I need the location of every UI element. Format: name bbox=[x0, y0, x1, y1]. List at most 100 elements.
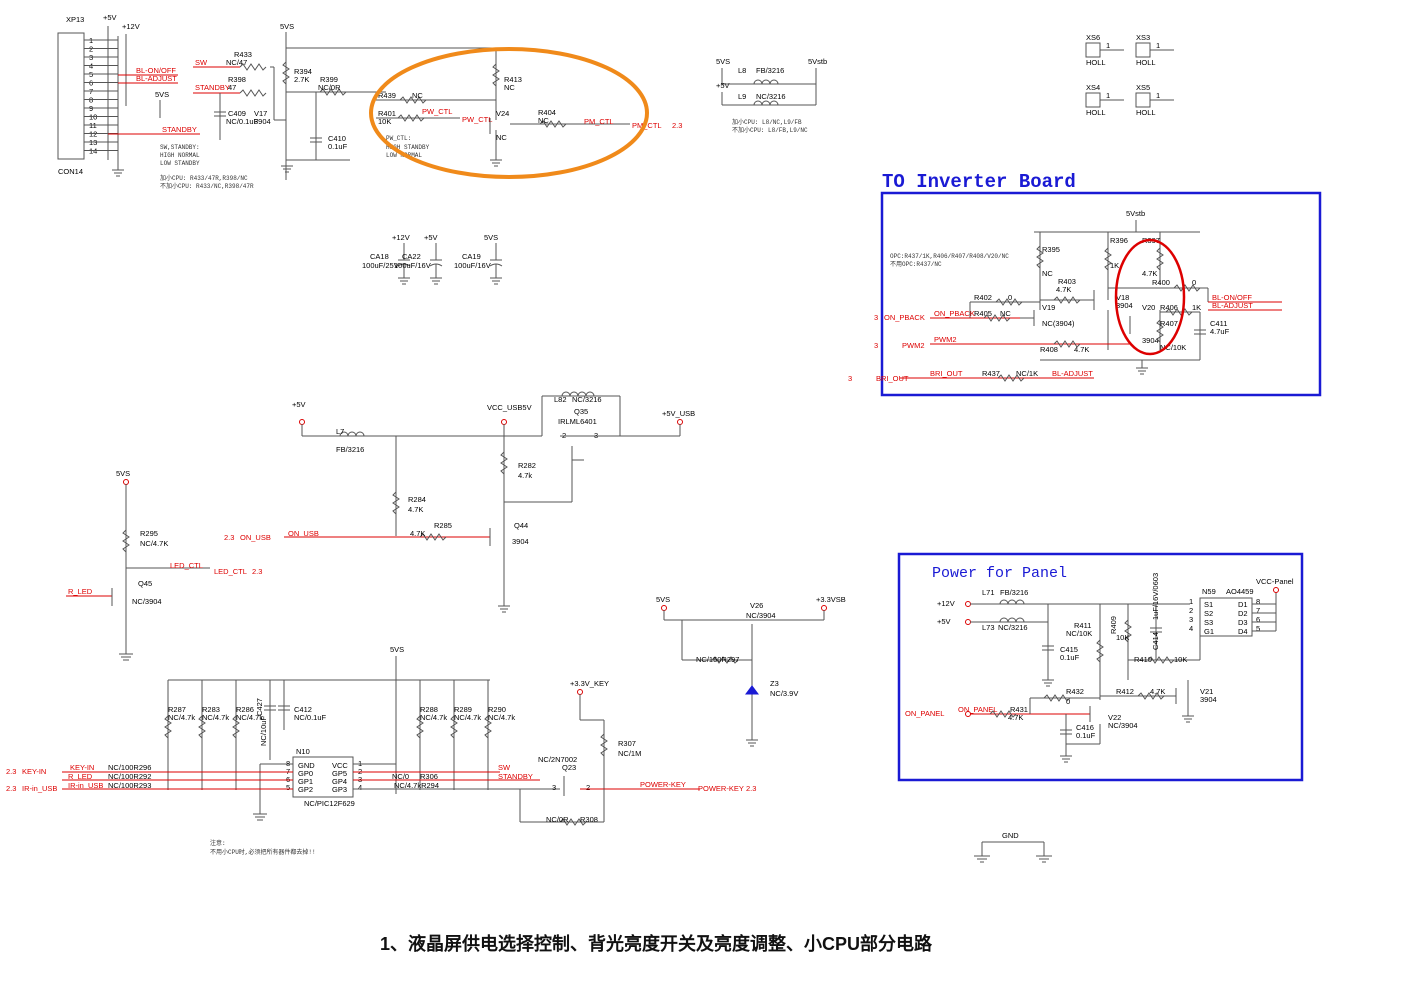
xp13-part: CON14 bbox=[58, 167, 83, 176]
svg-text:1: 1 bbox=[1156, 91, 1160, 100]
svg-text:1: 1 bbox=[1156, 41, 1160, 50]
svg-text:PM_CTL: PM_CTL bbox=[632, 121, 662, 130]
svg-text:+3.3VSB: +3.3VSB bbox=[816, 595, 846, 604]
svg-text:3904: 3904 bbox=[512, 537, 529, 546]
svg-text:Q45: Q45 bbox=[138, 579, 152, 588]
svg-text:GP2: GP2 bbox=[298, 785, 313, 794]
svg-text:R295: R295 bbox=[140, 529, 158, 538]
svg-text:1: 1 bbox=[1106, 91, 1110, 100]
svg-text:R285: R285 bbox=[434, 521, 452, 530]
svg-text:4.7K: 4.7K bbox=[1142, 269, 1157, 278]
mini-cpu-circuit: 5VS R287NC/4.7kR283NC/4.7kR286NC/4.7kR28… bbox=[6, 645, 756, 856]
inverter-circuit: OPC:R437/1K,R406/R407/R408/V20/NC 不用OPC:… bbox=[848, 209, 1282, 383]
svg-text:R284: R284 bbox=[408, 495, 426, 504]
svg-text:GP5: GP5 bbox=[332, 769, 347, 778]
svg-text:FB/3216: FB/3216 bbox=[1000, 588, 1028, 597]
svg-text:NC/3216: NC/3216 bbox=[756, 92, 786, 101]
cap-value: 100uF/16V bbox=[454, 261, 491, 270]
svg-text:R410: R410 bbox=[1134, 655, 1152, 664]
svg-text:R307: R307 bbox=[618, 739, 636, 748]
svg-text:4.7K: 4.7K bbox=[1150, 687, 1165, 696]
svg-text:BL-ADJUST: BL-ADJUST bbox=[136, 74, 177, 83]
svg-text:不加小CPU: R433/NC,R398/47R: 不加小CPU: R433/NC,R398/47R bbox=[160, 182, 254, 190]
svg-text:V19: V19 bbox=[1042, 303, 1055, 312]
svg-text:S2: S2 bbox=[1204, 609, 1213, 618]
svg-text:SW,STANDBY:: SW,STANDBY: bbox=[160, 144, 200, 151]
svg-text:NC/3904: NC/3904 bbox=[746, 611, 776, 620]
svg-text:R402: R402 bbox=[974, 293, 992, 302]
svg-text:LED_CTL: LED_CTL bbox=[214, 567, 247, 576]
panel-box bbox=[897, 552, 1304, 782]
svg-text:NC/150R297: NC/150R297 bbox=[696, 655, 739, 664]
svg-text:3904: 3904 bbox=[1116, 301, 1133, 310]
hole-label: HOLL bbox=[1086, 108, 1106, 117]
svg-text:SW: SW bbox=[195, 58, 208, 67]
svg-text:V26: V26 bbox=[750, 601, 763, 610]
svg-text:R412: R412 bbox=[1116, 687, 1134, 696]
svg-text:L71: L71 bbox=[982, 588, 995, 597]
cap-ref: CA19 bbox=[462, 252, 481, 261]
svg-text:ON_USB: ON_USB bbox=[288, 529, 319, 538]
svg-text:R282: R282 bbox=[518, 461, 536, 470]
svg-text:KEY-IN: KEY-IN bbox=[22, 767, 46, 776]
svg-text:5VS: 5VS bbox=[155, 90, 169, 99]
svg-text:KEY-IN: KEY-IN bbox=[70, 763, 94, 772]
highlight-ellipse-red bbox=[1114, 238, 1186, 356]
svg-text:Q35: Q35 bbox=[574, 407, 588, 416]
svg-text:L7: L7 bbox=[336, 427, 344, 436]
hole-ref: XS5 bbox=[1136, 83, 1150, 92]
cpu-resistor-value: NC/4.7k bbox=[488, 713, 515, 722]
svg-text:ON_PANEL: ON_PANEL bbox=[905, 709, 944, 718]
cap-ref: CA22 bbox=[402, 252, 421, 261]
svg-text:ON_USB: ON_USB bbox=[240, 533, 271, 542]
svg-text:R437: R437 bbox=[982, 369, 1000, 378]
gnd-symbol: GND bbox=[974, 831, 1052, 863]
svg-text:4.7K: 4.7K bbox=[410, 529, 425, 538]
svg-text:NC/10uF: NC/10uF bbox=[259, 716, 268, 746]
svg-text:IR-in_USB: IR-in_USB bbox=[22, 784, 57, 793]
svg-text:HIGH STANDBY: HIGH STANDBY bbox=[386, 144, 430, 151]
svg-text:+12V: +12V bbox=[937, 599, 955, 608]
cpu-resistor-ref: R290 bbox=[488, 705, 506, 714]
svg-text:5: 5 bbox=[286, 783, 290, 792]
svg-text:R_LED: R_LED bbox=[68, 587, 93, 596]
svg-text:4.7K: 4.7K bbox=[1074, 345, 1089, 354]
svg-text:R400: R400 bbox=[1152, 278, 1170, 287]
svg-text:PWM2: PWM2 bbox=[934, 335, 957, 344]
svg-text:5: 5 bbox=[1256, 624, 1260, 633]
svg-text:0.1uF: 0.1uF bbox=[328, 142, 348, 151]
svg-text:3: 3 bbox=[848, 374, 852, 383]
svg-text:GP3: GP3 bbox=[332, 785, 347, 794]
svg-text:8: 8 bbox=[1256, 597, 1260, 606]
cpu-resistor-ref: R286 bbox=[236, 705, 254, 714]
svg-text:Q23: Q23 bbox=[562, 763, 576, 772]
hole-ref: XS6 bbox=[1086, 33, 1100, 42]
svg-text:R403: R403 bbox=[1058, 277, 1076, 286]
svg-text:5VS: 5VS bbox=[116, 469, 130, 478]
svg-text:不用OPC:R437/NC: 不用OPC:R437/NC bbox=[890, 261, 942, 268]
svg-text:10K: 10K bbox=[378, 117, 391, 126]
svg-text:NC/3216: NC/3216 bbox=[572, 395, 602, 404]
svg-text:L8: L8 bbox=[738, 66, 746, 75]
svg-text:5VS: 5VS bbox=[390, 645, 404, 654]
svg-text:FB/3216: FB/3216 bbox=[756, 66, 784, 75]
cpu-resistor-value: NC/4.7k bbox=[202, 713, 229, 722]
svg-text:V22: V22 bbox=[1108, 713, 1121, 722]
svg-text:C427: C427 bbox=[255, 698, 264, 716]
svg-text:4: 4 bbox=[1189, 624, 1193, 633]
svg-text:GP1: GP1 bbox=[298, 777, 313, 786]
svg-text:加小CPU: L8/NC,L9/FB: 加小CPU: L8/NC,L9/FB bbox=[732, 118, 802, 126]
svg-text:R405: R405 bbox=[974, 309, 992, 318]
hole-symbol bbox=[1085, 92, 1101, 108]
cpu-resistor-value: NC/4.7k bbox=[454, 713, 481, 722]
hole-symbol bbox=[1135, 42, 1151, 58]
svg-text:R395: R395 bbox=[1042, 245, 1060, 254]
svg-text:3904: 3904 bbox=[254, 117, 271, 126]
svg-text:10K: 10K bbox=[1174, 655, 1187, 664]
svg-text:S1: S1 bbox=[1204, 600, 1213, 609]
svg-text:V21: V21 bbox=[1200, 687, 1213, 696]
svg-text:LOW STANDBY: LOW STANDBY bbox=[160, 160, 200, 167]
